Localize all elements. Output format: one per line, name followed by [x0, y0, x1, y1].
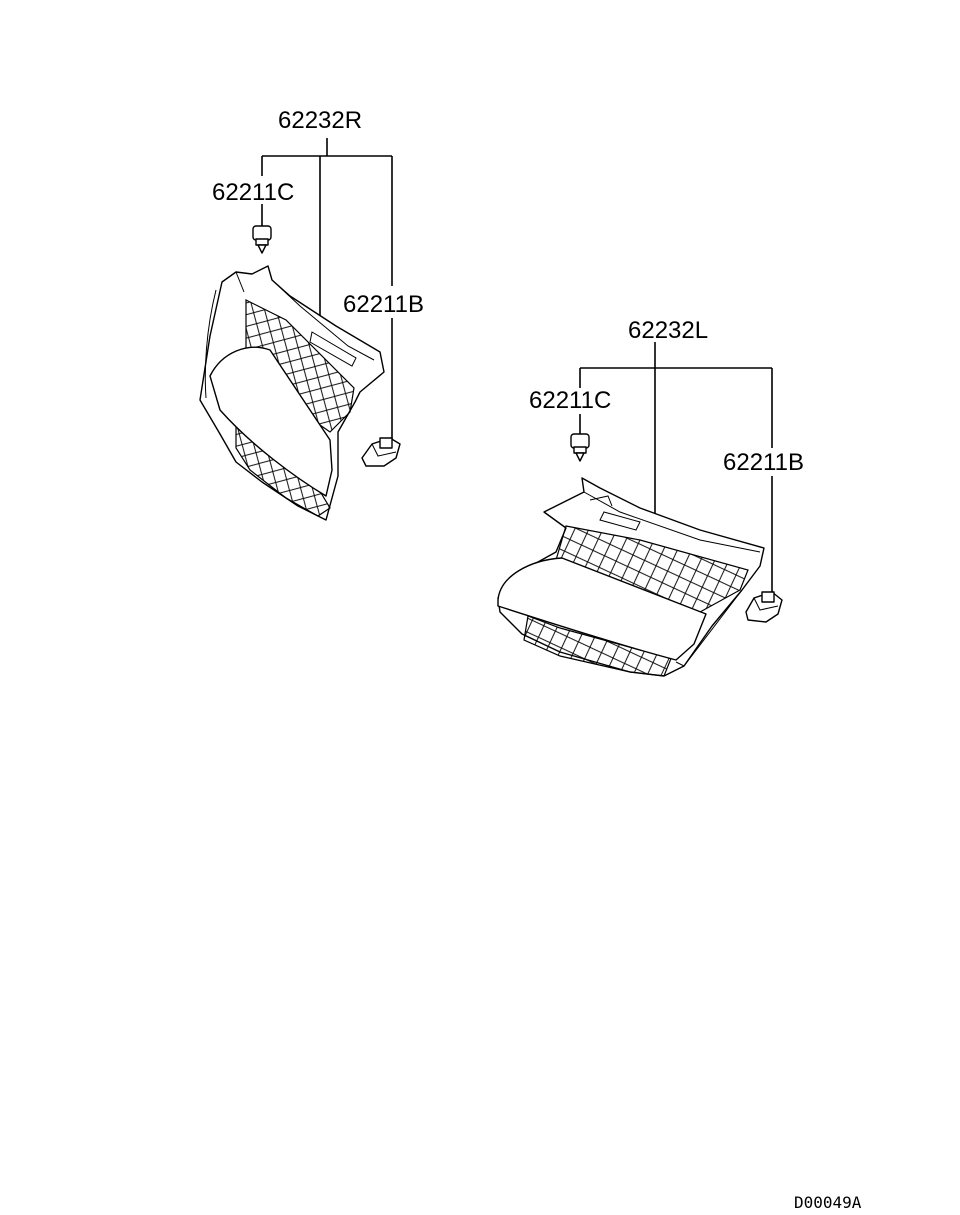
- label-fastener-left: 62211B: [723, 449, 804, 476]
- leader-lines-right: [261, 138, 393, 440]
- group-left: 62232L 62211C 62211B: [497, 317, 804, 677]
- label-fastener-right: 62211B: [343, 291, 424, 318]
- label-clip-right: 62211C: [212, 179, 294, 206]
- label-assembly-right: 62232R: [278, 107, 362, 134]
- fastener-icon-left: [745, 591, 783, 623]
- trim-panel-right: [199, 265, 385, 521]
- clip-icon-right: [252, 225, 272, 254]
- leader-lines-left: [579, 342, 773, 598]
- fastener-icon-right: [361, 437, 401, 467]
- label-clip-left: 62211C: [529, 387, 611, 414]
- clip-icon-left: [570, 433, 590, 462]
- reference-code: D00049A: [794, 1193, 862, 1210]
- label-assembly-left: 62232L: [628, 317, 708, 344]
- trim-panel-left: [497, 477, 765, 677]
- group-right: 62232R 62211C 62211B: [199, 107, 424, 521]
